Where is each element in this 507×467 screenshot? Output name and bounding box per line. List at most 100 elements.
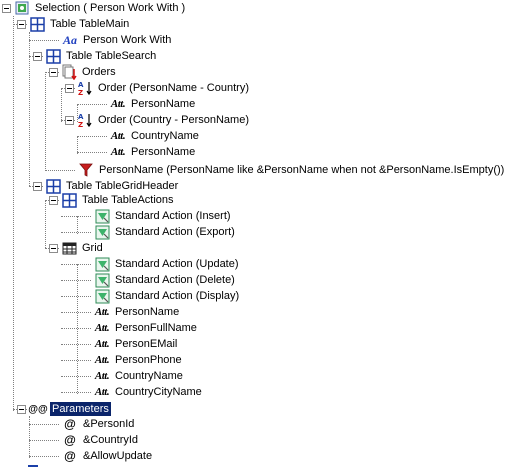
tree-line (77, 104, 107, 105)
tree-node-attribute[interactable]: Att. CountryName (110, 128, 201, 144)
tree-node-label: Grid (82, 242, 103, 254)
collapse-toggle[interactable] (49, 67, 58, 77)
tree-node-text[interactable]: Aa Person Work With (62, 32, 173, 48)
tree-node-attribute[interactable]: Att. PersonName (110, 144, 197, 160)
tree-line (61, 376, 91, 377)
tree-node-label: Table TableSearch (66, 50, 157, 62)
tree-node-attribute[interactable]: Att. PersonPhone (94, 352, 184, 368)
attribute-icon: Att. (94, 322, 110, 334)
tree-node-label: &CountryId (83, 434, 139, 446)
tree-node-label: PersonName (131, 146, 196, 158)
tree-line (77, 216, 78, 234)
tree-line (45, 72, 46, 171)
tree-node-action[interactable]: Standard Action (Insert) (94, 208, 233, 224)
tree-node-label: Parameters (50, 402, 111, 416)
tree-node-label: Table TableGridHeader (66, 180, 179, 192)
action-icon (94, 256, 110, 272)
tree-node-label: Table TableMain (50, 18, 130, 30)
tree-node-parameter[interactable]: @ &PersonId (62, 416, 136, 432)
tree-line (61, 216, 91, 217)
tree-node-parameters[interactable]: @@ Parameters (17, 401, 111, 417)
tree-node-parameter[interactable]: @ &AllowUpdate (62, 448, 154, 464)
collapse-toggle[interactable] (17, 404, 26, 414)
tree-node-attribute[interactable]: Att. PersonEMail (94, 336, 179, 352)
tree-bottom-edge (28, 465, 38, 467)
tree-node-table-search[interactable]: Table TableSearch (33, 48, 158, 64)
attribute-icon: Att. (110, 130, 126, 142)
tree-node-label: &PersonId (83, 418, 135, 430)
table-icon (29, 16, 45, 32)
tree-line (61, 312, 91, 313)
tree-node-filter[interactable]: PersonName (PersonName like &PersonName … (78, 162, 506, 178)
collapse-toggle[interactable] (65, 115, 74, 125)
parameters-icon: @@ (28, 403, 48, 415)
collapse-toggle[interactable] (2, 3, 11, 13)
attribute-icon: Att. (94, 306, 110, 318)
tree-line (13, 16, 14, 411)
tree-node-orders[interactable]: Orders (49, 64, 118, 80)
tree-line (61, 360, 91, 361)
tree-node-attribute[interactable]: Att. PersonName (110, 96, 197, 112)
tree-node-label: CountryCityName (115, 386, 202, 398)
tree-line (77, 104, 78, 122)
tree-node-table-grid-header[interactable]: Table TableGridHeader (33, 178, 180, 194)
tree-line (29, 416, 30, 458)
tree-node-action[interactable]: Standard Action (Delete) (94, 272, 237, 288)
tree-node-label: PersonPhone (115, 354, 182, 366)
tree-line (61, 264, 91, 265)
tree-line (61, 344, 91, 345)
tree-node-attribute[interactable]: Att. CountryName (94, 368, 185, 384)
collapse-toggle[interactable] (65, 83, 74, 93)
tree-node-label: Order (PersonName - Country) (98, 82, 249, 94)
attribute-icon: Att. (94, 386, 110, 398)
action-icon (94, 224, 110, 240)
svg-text:Z: Z (78, 89, 83, 96)
tree-node-label: PersonName (131, 98, 196, 110)
filter-icon (78, 162, 94, 178)
tree-line (77, 152, 107, 153)
parameter-icon: @ (64, 433, 76, 447)
tree-node-action[interactable]: Standard Action (Export) (94, 224, 237, 240)
tree-line (29, 440, 59, 441)
tree-node-label: Person Work With (83, 34, 172, 46)
svg-text:A: A (78, 113, 84, 121)
collapse-toggle[interactable] (49, 243, 58, 253)
tree-line (29, 32, 30, 186)
attribute-icon: Att. (110, 98, 126, 110)
collapse-toggle[interactable] (17, 19, 26, 29)
tree-node-attribute[interactable]: Att. PersonName (94, 304, 181, 320)
tree-node-attribute[interactable]: Att. PersonFullName (94, 320, 199, 336)
collapse-toggle[interactable] (33, 51, 42, 61)
action-icon (94, 208, 110, 224)
tree-node-table-main[interactable]: Table TableMain (17, 16, 131, 32)
tree-node-parameter[interactable]: @ &CountryId (62, 432, 140, 448)
tree-line (77, 264, 78, 394)
tree-node-label: PersonFullName (115, 322, 197, 334)
tree-line (61, 392, 91, 393)
tree-node-label: Order (Country - PersonName) (98, 114, 249, 126)
tree-line (61, 88, 62, 122)
action-icon (94, 272, 110, 288)
attribute-icon: Att. (110, 146, 126, 158)
tree-node-label: Standard Action (Delete) (115, 274, 235, 286)
tree-node-action[interactable]: Standard Action (Display) (94, 288, 241, 304)
tree-node-label: PersonEMail (115, 338, 178, 350)
tree-line (61, 280, 91, 281)
parameter-icon: @ (64, 417, 76, 431)
tree-node-table-actions[interactable]: Table TableActions (49, 192, 176, 208)
tree-node-selection[interactable]: Selection ( Person Work With ) (2, 0, 187, 16)
collapse-toggle[interactable] (33, 181, 42, 191)
svg-text:Z: Z (78, 121, 83, 128)
collapse-toggle[interactable] (49, 195, 58, 205)
tree-node-label: Standard Action (Export) (115, 226, 235, 238)
tree-node-attribute[interactable]: Att. CountryCityName (94, 384, 204, 400)
text-icon: Aa (62, 32, 77, 47)
tree-node-action[interactable]: Standard Action (Update) (94, 256, 241, 272)
tree-node-grid[interactable]: Grid (49, 240, 105, 256)
tree-node-label: PersonName (115, 306, 180, 318)
svg-text:A: A (78, 81, 84, 89)
